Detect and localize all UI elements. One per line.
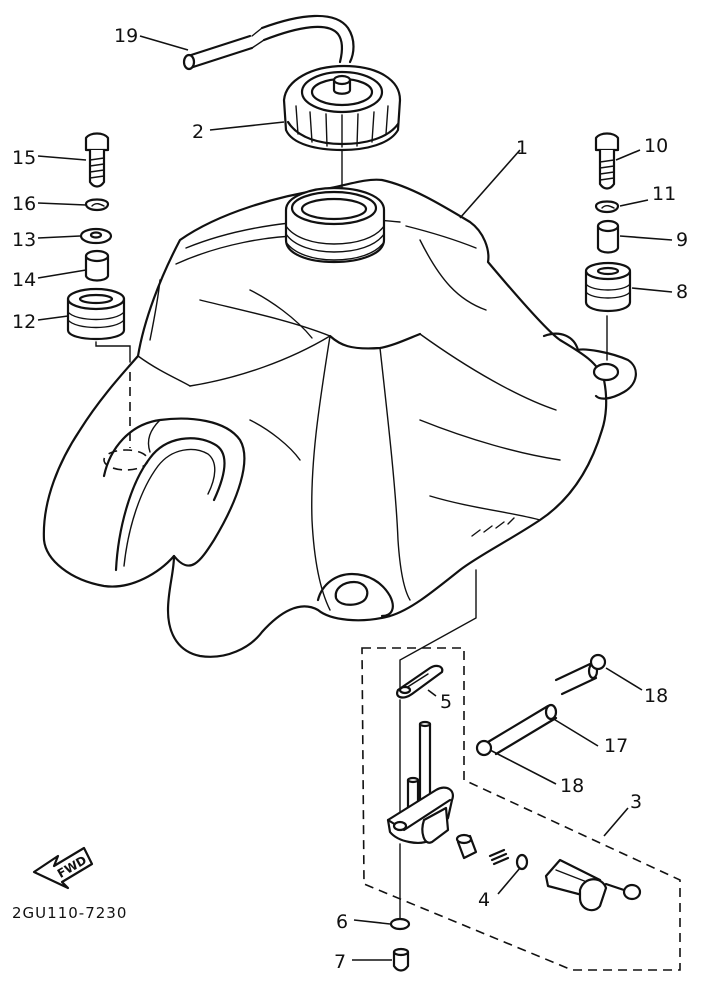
callout-8: 8: [676, 281, 688, 303]
callout-18-upper: 18: [644, 685, 668, 707]
callout-5: 5: [440, 691, 452, 713]
callout-7: 7: [334, 951, 346, 973]
callout-18-lower: 18: [560, 775, 584, 797]
callout-11: 11: [652, 183, 676, 205]
callout-leaders: [37, 35, 673, 961]
callout-19: 19: [114, 25, 138, 47]
forward-direction-arrow: FWD: [32, 846, 94, 890]
right-mount-hardware: [584, 132, 632, 361]
vent-hose: [182, 14, 355, 71]
callout-labels: 19 2 1 10 11 9 8 15 16 13 14 12 5 18 17 …: [12, 25, 688, 973]
callout-17: 17: [604, 735, 628, 757]
callout-15: 15: [12, 147, 36, 169]
callout-9: 9: [676, 229, 688, 251]
callout-4: 4: [478, 889, 490, 911]
callout-12: 12: [12, 311, 36, 333]
fuel-cock-assembly: [361, 569, 681, 972]
callout-14: 14: [12, 269, 36, 291]
left-mount-hardware: [66, 132, 131, 448]
callout-10: 10: [644, 135, 668, 157]
diagram-code: 2GU110-7230: [12, 904, 127, 922]
fuel-cap: [282, 64, 402, 196]
callout-3: 3: [630, 791, 642, 813]
callout-13: 13: [12, 229, 36, 251]
callout-6: 6: [336, 911, 348, 933]
callout-1: 1: [516, 137, 528, 159]
callout-2: 2: [192, 121, 204, 143]
callout-16: 16: [12, 193, 36, 215]
fuel-tank: [42, 178, 637, 658]
